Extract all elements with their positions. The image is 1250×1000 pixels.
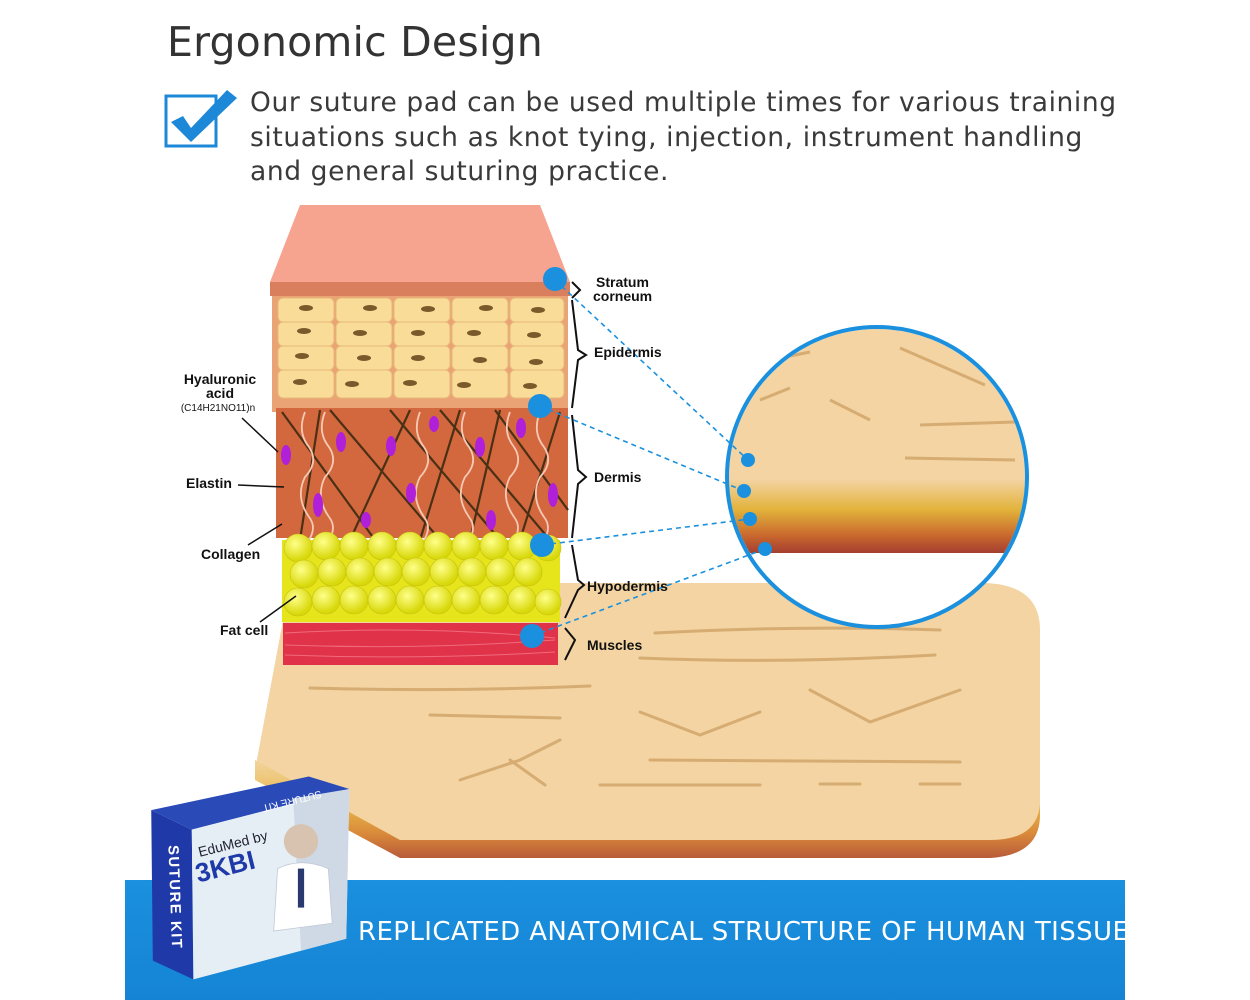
label-formula: (C14H21NO11)n <box>181 403 255 414</box>
label-collagen: Collagen <box>201 546 260 562</box>
magnifier-callout <box>520 267 1029 648</box>
label-arrows <box>237 417 297 623</box>
skin-cross-section <box>270 205 570 665</box>
fat-cells <box>283 531 562 617</box>
hyaluronic-acid-cells <box>281 416 558 530</box>
label-dermis: Dermis <box>594 469 642 485</box>
checkbox-check-icon <box>164 90 237 148</box>
description-text: Our suture pad can be used multiple time… <box>250 87 1117 187</box>
muscle-layer <box>283 623 558 665</box>
label-hyaluronic-acid: Hyaluronic <box>184 371 257 387</box>
label-corneum: corneum <box>593 288 652 304</box>
page-title: Ergonomic Design <box>167 18 543 66</box>
label-stratum: Stratum <box>596 274 649 290</box>
box-side-text: SUTURE KIT <box>164 845 184 950</box>
label-elastin: Elastin <box>186 475 232 491</box>
epidermis-cells <box>277 297 565 399</box>
product-box: EduMed by 3KBI SUTURE KIT SUTURE KIT <box>151 776 350 980</box>
banner-text: REPLICATED ANATOMICAL STRUCTURE OF HUMAN… <box>358 917 1130 947</box>
label-epidermis: Epidermis <box>594 344 662 360</box>
label-hyaluronic-acid-2: acid <box>206 385 234 401</box>
callout-markers <box>520 267 772 648</box>
label-muscles: Muscles <box>587 637 642 653</box>
label-fat-cell: Fat cell <box>220 622 268 638</box>
label-hypodermis: Hypodermis <box>587 578 668 594</box>
elastin-fibers <box>299 411 550 541</box>
layer-brackets <box>564 281 588 661</box>
